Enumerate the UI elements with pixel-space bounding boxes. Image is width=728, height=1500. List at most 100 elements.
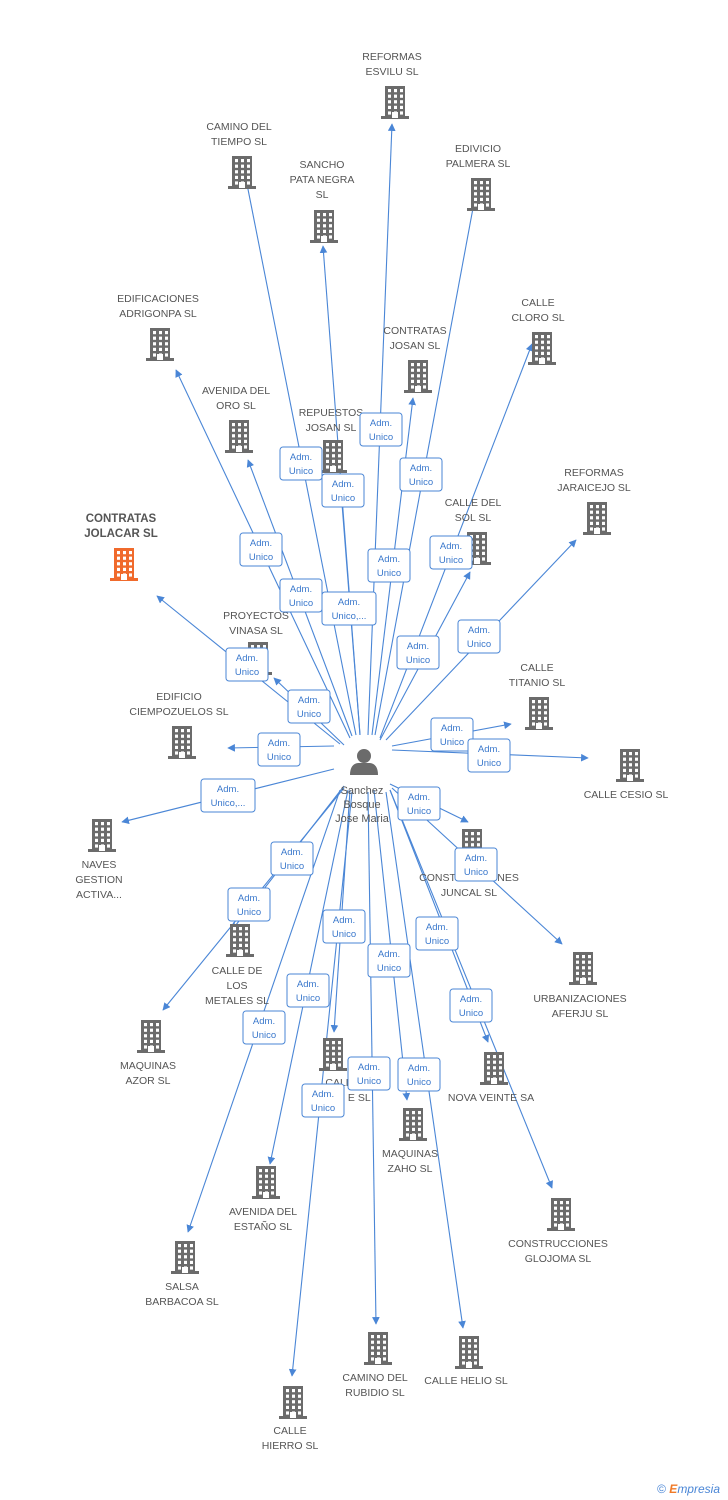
company-name-line: CALLE	[273, 1425, 306, 1437]
role-text: Unico	[377, 963, 401, 974]
building-icon	[528, 332, 556, 365]
role-text: Adm.	[338, 597, 360, 608]
company-name-line: CLORO SL	[511, 312, 564, 324]
role-text: Adm.	[440, 541, 462, 552]
role-label-construcciones-glojoma[interactable]: Adm.Unico	[449, 988, 493, 1023]
company-name-line: AFERJU SL	[552, 1008, 609, 1020]
company-node-nova-veinte[interactable]: NOVA VEINTE SA	[448, 1052, 534, 1104]
role-label-camino-del-rubidio[interactable]: Adm.Unico	[347, 1056, 391, 1091]
company-name-line: URBANIZACIONES	[533, 993, 626, 1005]
role-text: Adm.	[298, 695, 320, 706]
role-text: Adm.	[410, 463, 432, 474]
role-text: Adm.	[370, 418, 392, 429]
company-name-line: MAQUINAS	[382, 1148, 438, 1160]
role-text: Adm.	[358, 1062, 380, 1073]
company-name-line: HIERRO SL	[262, 1440, 319, 1452]
role-label-avenida-del-oro[interactable]: Adm.Unico	[279, 578, 323, 613]
role-label-edificio-ciempozuelos[interactable]: Adm.Unico	[257, 732, 301, 767]
person-node[interactable]: Sanchez Bosque Jose Maria	[335, 749, 390, 825]
building-icon	[547, 1198, 575, 1231]
role-label-contratas-josan[interactable]: Adm. Unico	[367, 548, 411, 583]
role-text: Unico	[377, 568, 401, 579]
role-label-calle-hierro[interactable]: Adm.Unico	[301, 1083, 345, 1118]
role-text: Adm.	[378, 554, 400, 565]
role-text: Unico	[252, 1030, 276, 1041]
role-text: Adm.	[297, 979, 319, 990]
role-label-naves-gestion[interactable]: Adm.Unico,...	[200, 778, 256, 813]
role-label-maquinas-zaho[interactable]: Adm.Unico	[367, 943, 411, 978]
role-text: Adm.	[465, 853, 487, 864]
role-text: Unico	[237, 907, 261, 918]
role-label-reformas-esvilu[interactable]: Adm.Unico	[359, 412, 403, 447]
role-label-edificaciones-adrigonpa[interactable]: Adm.Unico	[239, 532, 283, 567]
role-label-sancho-pata-negra[interactable]: Adm. Unico	[321, 473, 365, 508]
role-label-reformas-jaraicejo[interactable]: Adm.Unico	[457, 619, 501, 654]
company-node-calle-cesio[interactable]: CALLE CESIO SL	[584, 749, 669, 801]
company-name-line: SL	[316, 189, 329, 201]
building-icon	[252, 1166, 280, 1199]
role-label-proyectos-vinasa[interactable]: Adm.Unico	[287, 689, 331, 724]
role-label-nova-veinte[interactable]: Adm.Unico	[415, 916, 459, 951]
building-icon	[319, 440, 347, 473]
role-label-calle-cesio[interactable]: Adm.Unico	[467, 738, 511, 773]
company-node-edificaciones-adrigonpa[interactable]: EDIFICACIONES ADRIGONPA SL	[117, 293, 199, 361]
role-text: Unico	[331, 493, 355, 504]
role-text: Unico	[280, 861, 304, 872]
role-label-calle-de-los-metales[interactable]: Adm.Unico	[270, 841, 314, 876]
company-name-line: EDIFICACIONES	[117, 293, 199, 305]
role-label-calle-del-sol[interactable]: Adm.Unico	[396, 635, 440, 670]
role-label-construcciones-juncal[interactable]: Adm.Unico	[397, 786, 441, 821]
role-label-maquinas-azor[interactable]: Adm.Unico	[227, 887, 271, 922]
building-icon	[404, 360, 432, 393]
role-label-urbanizaciones-aferju[interactable]: Adm.Unico	[454, 847, 498, 882]
role-label-edivicio-palmera[interactable]: Adm.Unico	[399, 457, 443, 492]
company-name-line: ADRIGONPA SL	[119, 308, 197, 320]
building-icon	[137, 1020, 165, 1053]
role-text: Adm.	[217, 784, 239, 795]
building-icon	[319, 1038, 347, 1071]
role-text: Adm.	[332, 479, 354, 490]
role-label-camino-del-tiempo[interactable]: Adm.Unico	[279, 446, 323, 481]
role-text: Adm.	[441, 723, 463, 734]
role-text: Adm.	[407, 641, 429, 652]
role-label-calle-helio[interactable]: Adm.Unico	[397, 1057, 441, 1092]
company-name-line: EDIFICIO	[156, 691, 202, 703]
role-label-calle-del-hierro[interactable]: Adm.Unico	[322, 909, 366, 944]
role-text: Unico	[289, 598, 313, 609]
company-name-line: BARBACOA SL	[145, 1296, 219, 1308]
person-name-line-2: Bosque	[343, 799, 380, 811]
company-node-naves-gestion[interactable]: NAVESGESTIONACTIVA...	[75, 819, 123, 901]
role-label-repuestos-josan[interactable]: Adm.Unico,...	[321, 591, 377, 626]
company-node-calle-hierro[interactable]: CALLE HIERRO SL	[262, 1386, 319, 1452]
company-node-calle-helio[interactable]: CALLE HELIO SL	[424, 1336, 508, 1387]
role-label-salsa-barbacoa[interactable]: Adm.Unico	[242, 1010, 286, 1045]
role-label-calle-cloro[interactable]: Adm.Unico	[429, 535, 473, 570]
role-text: Unico	[235, 667, 259, 678]
role-label-avenida-del-estano[interactable]: Adm. Unico	[286, 973, 330, 1008]
role-label-calle-titanio[interactable]: Adm.Unico	[430, 717, 474, 752]
role-label-contratas-jolacar[interactable]: Adm.Unico	[225, 647, 269, 682]
company-node-urbanizaciones-aferju[interactable]: URBANIZACIONES AFERJU SL	[533, 952, 627, 1020]
role-text: Unico	[296, 993, 320, 1004]
